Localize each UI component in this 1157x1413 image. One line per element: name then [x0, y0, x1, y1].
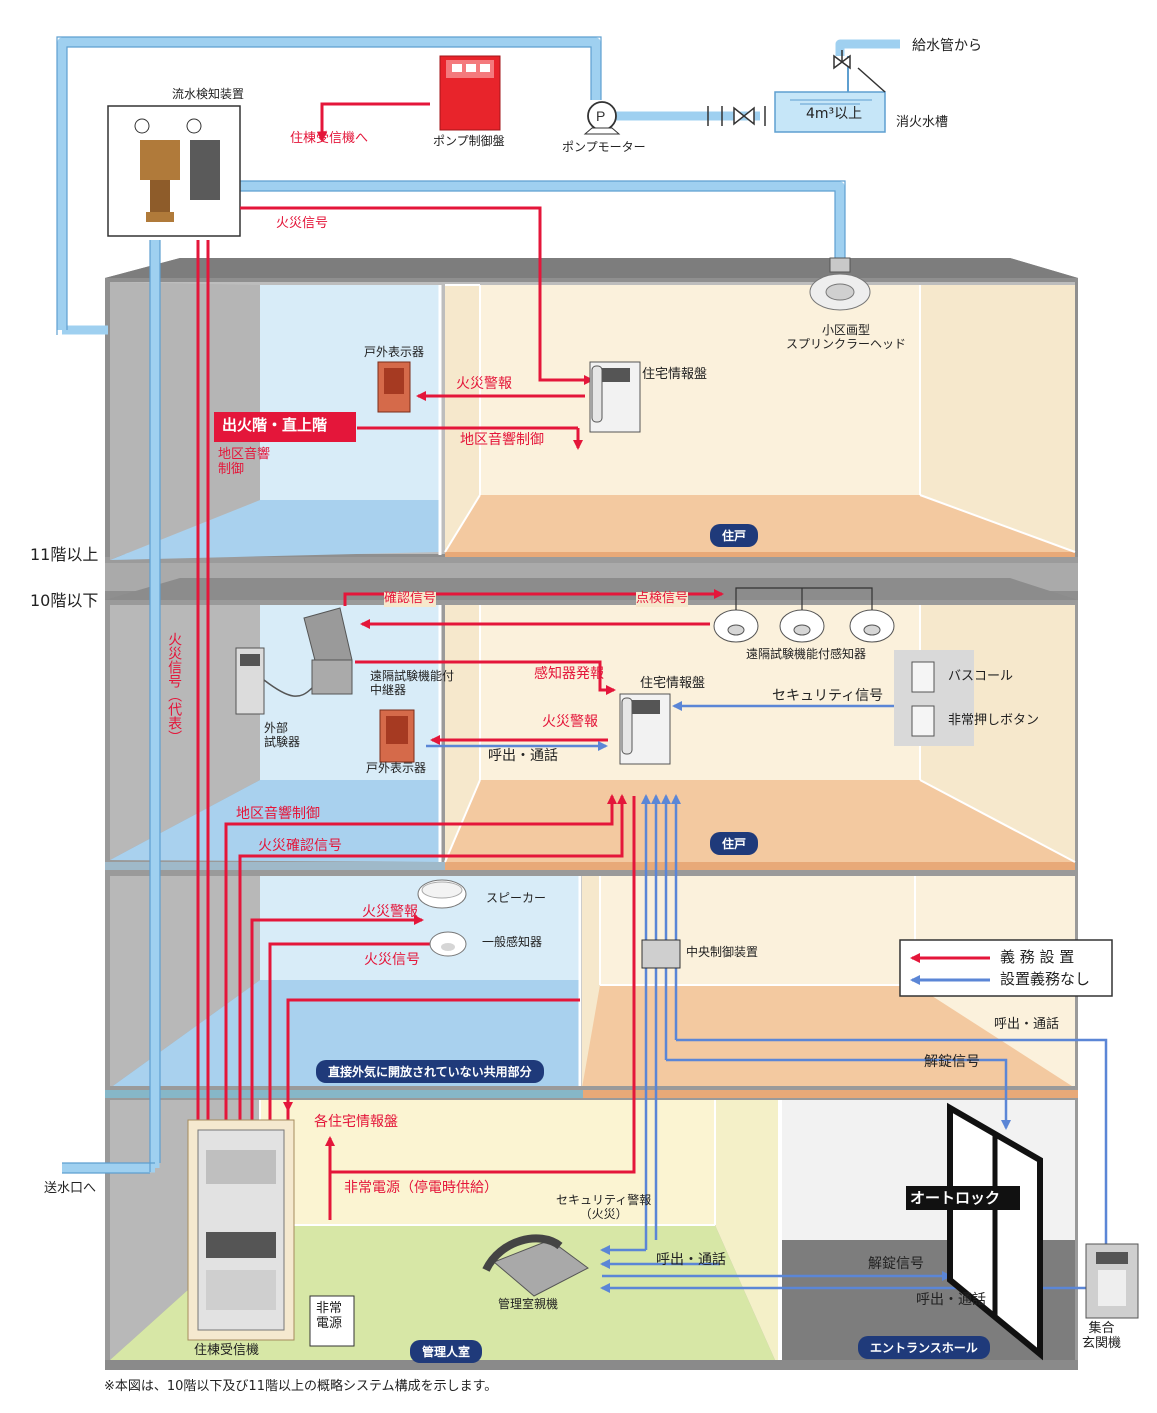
bath-call-label: バスコール — [948, 669, 1014, 684]
security-alarm-label: セキュリティ警報 （火災） — [556, 1193, 652, 1221]
receiver-label: 住棟受信機 — [194, 1343, 260, 1358]
auto-lock-door — [947, 1102, 1043, 1361]
pump-motor-label: ポンプモーター — [562, 140, 646, 154]
sprinkler-label: 小区画型 スプリンクラーヘッド — [786, 323, 907, 351]
external-tester-label: 外部 試験器 — [264, 721, 301, 749]
water-pipe-edges — [56, 36, 846, 1174]
detector-alarm-label: 感知器発報 — [534, 666, 604, 682]
auto-lock-label: オートロック — [910, 1189, 1001, 1207]
speaker-label: スピーカー — [486, 891, 547, 905]
security-signal-label: セキュリティ信号 — [772, 688, 884, 704]
call-talk-mid-label: 呼出・通話 — [488, 748, 558, 764]
emergency-button-label: 非常押しボタン — [948, 713, 1040, 728]
water-tank — [774, 56, 886, 133]
fire-alarm-top-label: 火災警報 — [456, 376, 512, 392]
call-talk-bottom-label: 呼出・通話 — [656, 1252, 726, 1268]
flow-detector-label: 流水検知装置 — [172, 87, 245, 101]
outdoor-display-mid — [379, 709, 415, 763]
area-sound-ctrl-left-label: 地区音響 制御 — [218, 447, 271, 477]
fire-floor-box — [214, 412, 356, 442]
manager-phone-label: 管理室親機 — [498, 1297, 559, 1311]
emergency-power-supply-label: 非常電源（停電時供給） — [344, 1180, 498, 1196]
outdoor-display-top-label: 戸外表示器 — [364, 345, 425, 359]
fire-alarm-mid-label: 火災警報 — [542, 714, 598, 730]
bath-call-panel — [894, 650, 974, 746]
outdoor-display-mid-label: 戸外表示器 — [366, 761, 427, 775]
unlock-signal-bottom-label: 解錠信号 — [868, 1256, 924, 1272]
remote-detectors-label: 遠隔試験機能付感知器 — [746, 647, 867, 661]
floor-lower-label: 10階以下 — [30, 591, 99, 610]
pump-panel-label: ポンプ制御盤 — [433, 134, 505, 148]
call-talk-right-label: 呼出・通話 — [994, 1017, 1060, 1032]
general-detector-label: 一般感知器 — [482, 935, 543, 949]
remote-repeater-label: 遠隔試験機能付 中継器 — [370, 669, 455, 697]
unit-panel-mid — [619, 693, 671, 765]
mandatory-lines — [196, 102, 724, 1220]
fire-signal-common-label: 火災信号 — [364, 952, 420, 968]
unit-panel-top — [589, 361, 641, 433]
to-receiver-label: 住棟受信機へ — [290, 131, 369, 146]
unit-mid-badge: 住戸 — [710, 832, 759, 855]
common-area-badge: 直接外気に開放されていない共用部分 — [316, 1060, 544, 1083]
check-signal-label: 点検信号 — [636, 591, 689, 607]
pump-control-panel — [439, 55, 501, 131]
unit-panel-mid-label: 住宅情報盤 — [640, 676, 706, 691]
receiver-unit — [187, 1119, 295, 1341]
remote-repeater — [303, 607, 353, 695]
auto-lock-label-box — [906, 1186, 1020, 1210]
outdoor-display-top — [377, 361, 411, 413]
fire-signal-top-label: 火災信号 — [276, 216, 329, 231]
each-panel-label: 各住宅情報盤 — [314, 1114, 398, 1130]
to-water-inlet-label: 送水口へ — [44, 1181, 97, 1196]
central-control — [641, 939, 681, 969]
svg-text:P: P — [596, 108, 605, 124]
detector-icon — [713, 609, 895, 643]
unlock-signal-right-label: 解錠信号 — [924, 1054, 980, 1070]
supply-pipe-label: 給水管から — [912, 38, 982, 54]
flow-detector — [107, 105, 241, 237]
area-sound-ctrl-mid-label: 地区音響制御 — [236, 806, 320, 822]
detector-wiring — [735, 587, 873, 610]
tank-label: 4m³以上 — [806, 106, 863, 122]
legend-box — [899, 939, 1113, 997]
fire-floor-label: 出火階・直上階 — [222, 416, 328, 434]
speaker-icon — [417, 879, 467, 909]
tank-name-label: 消火水槽 — [896, 115, 949, 130]
fire-alarm-common-label: 火災警報 — [362, 904, 418, 920]
sprinkler-icon — [809, 257, 871, 311]
legend-mandatory: 義 務 設 置 — [1000, 948, 1075, 966]
phone-icon — [482, 1234, 589, 1297]
central-ctrl-label: 中央制御装置 — [686, 945, 759, 959]
valve-icon — [707, 50, 851, 126]
unit-panel-top-label: 住宅情報盤 — [642, 367, 708, 382]
floor-upper-label: 11階以上 — [30, 545, 99, 564]
general-detector-icon — [429, 931, 467, 957]
confirm-signal-label: 確認信号 — [384, 591, 437, 607]
call-talk-bottom2-label: 呼出・通話 — [916, 1292, 986, 1308]
tester-icon — [235, 647, 313, 715]
emergency-power-label: 非常 電源 — [316, 1301, 343, 1331]
legend-optional: 設置義務なし — [1000, 970, 1091, 988]
footnote: ※本図は、10階以下及び11階以上の概略システム構成を示します。 — [104, 1379, 498, 1394]
pump-icon: P — [583, 101, 621, 135]
manager-room-badge: 管理人室 — [410, 1340, 483, 1363]
area-sound-ctrl-top-label: 地区音響制御 — [460, 432, 544, 448]
fire-signal-rep-label: 火災信号（代表） — [166, 632, 183, 744]
entrance-unit-label: 集合 玄関機 — [1082, 1321, 1122, 1351]
entrance-unit — [1085, 1243, 1139, 1319]
entrance-hall-badge: エントランスホール — [858, 1336, 990, 1359]
unit-top-badge: 住戸 — [710, 524, 759, 547]
emergency-power-box — [309, 1295, 355, 1347]
fire-confirm-signal-label: 火災確認信号 — [258, 838, 342, 854]
